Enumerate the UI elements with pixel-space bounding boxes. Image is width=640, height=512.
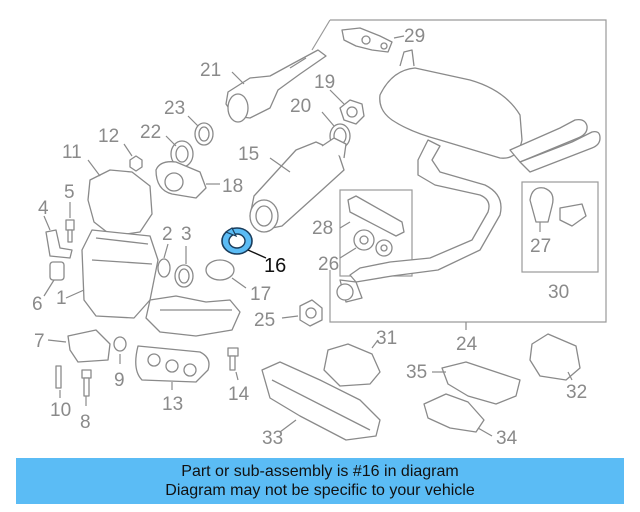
label-23: 23 bbox=[164, 98, 185, 119]
part-26-bushing[interactable] bbox=[339, 229, 393, 259]
part-14-exhaust-manifold[interactable] bbox=[145, 295, 241, 337]
part-23-gasket[interactable] bbox=[187, 115, 214, 146]
label-26: 26 bbox=[318, 254, 339, 275]
label-15: 15 bbox=[238, 144, 259, 165]
label-25: 25 bbox=[254, 310, 275, 331]
part-22-clamp[interactable] bbox=[165, 135, 194, 168]
banner-line-2: Diagram may not be specific to your vehi… bbox=[165, 482, 475, 499]
part-21-front-pipe[interactable] bbox=[225, 49, 327, 123]
part-11-heat-shield[interactable] bbox=[87, 159, 153, 237]
label-9: 9 bbox=[114, 370, 125, 391]
label-12: 12 bbox=[98, 126, 119, 147]
part-24-rear-exhaust[interactable] bbox=[336, 49, 601, 330]
label-35: 35 bbox=[406, 362, 427, 383]
part-12-nut[interactable] bbox=[123, 143, 143, 172]
label-16: 16 bbox=[264, 255, 286, 277]
part-13-manifold-gasket[interactable] bbox=[135, 345, 210, 390]
label-22: 22 bbox=[140, 122, 161, 143]
label-1: 1 bbox=[56, 288, 67, 309]
part-33-heat-shield[interactable] bbox=[261, 361, 381, 441]
part-35-heat-shield[interactable] bbox=[432, 361, 521, 405]
label-27: 27 bbox=[530, 236, 551, 257]
label-31: 31 bbox=[376, 328, 397, 349]
exhaust-assembly-outline bbox=[311, 19, 607, 323]
label-33: 33 bbox=[262, 428, 283, 449]
label-32: 32 bbox=[566, 382, 587, 403]
part-7-bracket[interactable] bbox=[47, 329, 111, 363]
part-17-gasket[interactable] bbox=[205, 259, 247, 289]
part-27-rubber-hanger[interactable] bbox=[529, 187, 587, 232]
label-17: 17 bbox=[250, 284, 271, 305]
label-18: 18 bbox=[222, 176, 243, 197]
part-info-banner: Part or sub-assembly is #16 in diagram D… bbox=[16, 458, 624, 504]
label-19: 19 bbox=[314, 72, 335, 93]
label-6: 6 bbox=[32, 294, 43, 315]
part-3-clamp[interactable] bbox=[174, 246, 194, 288]
part-29-hanger-bracket[interactable] bbox=[341, 27, 405, 53]
label-29: 29 bbox=[404, 26, 425, 47]
label-14: 14 bbox=[228, 384, 250, 405]
label-28: 28 bbox=[312, 218, 333, 239]
part-15-particulate-filter[interactable] bbox=[249, 137, 347, 233]
part-34-heat-shield[interactable] bbox=[423, 393, 493, 437]
label-11: 11 bbox=[62, 142, 82, 163]
part-19-flange[interactable] bbox=[329, 89, 365, 125]
part-32-bracket[interactable] bbox=[529, 333, 581, 381]
label-24: 24 bbox=[456, 334, 478, 355]
label-2: 2 bbox=[162, 224, 173, 245]
part-2-gasket[interactable] bbox=[157, 243, 171, 278]
part-5-bolt[interactable] bbox=[65, 202, 75, 243]
part-14-bolt[interactable] bbox=[227, 347, 239, 381]
part-6-mount[interactable] bbox=[43, 261, 65, 297]
part-25-clamp[interactable] bbox=[281, 299, 323, 327]
part-1-catalytic-converter[interactable] bbox=[65, 229, 159, 319]
part-8-bolt[interactable] bbox=[81, 369, 92, 406]
part-31-heat-shield[interactable] bbox=[323, 339, 381, 387]
part-4-bracket[interactable] bbox=[43, 215, 73, 259]
part-30-box bbox=[521, 181, 599, 273]
banner-line-1: Part or sub-assembly is #16 in diagram bbox=[181, 463, 459, 480]
part-28-bracket[interactable] bbox=[339, 195, 405, 237]
label-3: 3 bbox=[181, 224, 192, 245]
part-18-turbo-elbow[interactable] bbox=[155, 161, 220, 199]
label-10: 10 bbox=[50, 400, 71, 421]
label-21: 21 bbox=[200, 60, 221, 81]
label-30: 30 bbox=[548, 282, 569, 303]
label-13: 13 bbox=[162, 394, 183, 415]
part-16-clamp[interactable] bbox=[221, 227, 267, 259]
part-10-stud[interactable] bbox=[55, 365, 62, 398]
label-4: 4 bbox=[38, 198, 49, 219]
label-5: 5 bbox=[64, 182, 75, 203]
part-9-washer[interactable] bbox=[113, 336, 127, 364]
label-8: 8 bbox=[80, 412, 91, 433]
label-20: 20 bbox=[290, 96, 311, 117]
label-34: 34 bbox=[496, 428, 518, 449]
label-7: 7 bbox=[34, 331, 45, 352]
